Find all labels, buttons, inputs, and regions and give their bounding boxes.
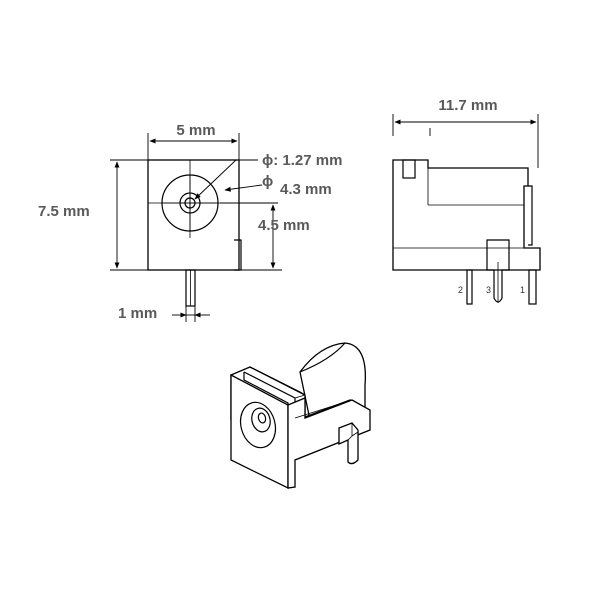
width-dimension-label: 5 mm: [176, 122, 215, 139]
front-view-side-tab: [234, 239, 242, 271]
pin-label-3: 3: [486, 285, 491, 295]
hole-diameter-label: 4.3 mm: [280, 181, 332, 198]
side-view-pin-2: [466, 269, 473, 305]
side-view-pin-3: [486, 239, 510, 303]
length-dimension-label: 11.7 mm: [438, 97, 497, 114]
height-dimension-label: 7.5 mm: [38, 203, 90, 220]
side-view-pin-1: [528, 269, 537, 305]
pin-width-label: 1 mm: [118, 305, 157, 322]
side-view: 2 3 1 11.7 mm: [392, 97, 541, 305]
isometric-view: [230, 342, 371, 490]
hole-diameter-phi: ϕ: [262, 173, 273, 190]
side-view-rear-tab: [528, 185, 533, 246]
iso-pin: [338, 422, 359, 465]
front-view: 5 mm 7.5 mm ϕ: 1.27 mm ϕ 4.3 mm 4.5 mm 1…: [38, 122, 342, 322]
pin-label-1: 1: [520, 285, 525, 295]
pin-label-2: 2: [458, 285, 463, 295]
iso-jack-opening: [239, 401, 277, 449]
front-view-body: [147, 159, 240, 271]
hole-diameter-leader: [224, 184, 263, 192]
iso-jack-inner: [251, 407, 271, 433]
center-height-label: 4.5 mm: [258, 217, 310, 234]
side-view-front-slot: [402, 159, 416, 179]
pin-diameter-label: ϕ: 1.27 mm: [262, 152, 342, 169]
